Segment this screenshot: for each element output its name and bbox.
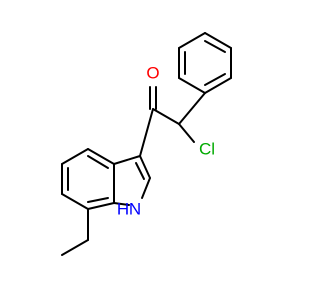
bond-ch-phenyl bbox=[178, 92, 206, 125]
bond-c7-c7a bbox=[87, 202, 115, 210]
nitrogen-label: N bbox=[129, 199, 141, 218]
bond-c4-c5 bbox=[61, 148, 89, 165]
bond-carbonyl-c3 bbox=[139, 108, 154, 157]
bond-c4-inner bbox=[87, 155, 109, 169]
bond-n-c7a bbox=[113, 202, 130, 206]
bond-c7-inner bbox=[87, 197, 109, 203]
bond-c3a-c4 bbox=[87, 148, 115, 165]
chlorine-label: Cl bbox=[199, 139, 215, 158]
bond-phenyl-inner-1 bbox=[204, 40, 226, 53]
bond-phenyl-4 bbox=[178, 77, 206, 94]
bond-c3-c2-inner bbox=[135, 162, 145, 180]
bond-ch-carbonyl bbox=[152, 108, 180, 125]
bond-c2-n bbox=[141, 177, 151, 199]
molecule-structure: O Cl N H bbox=[61, 32, 232, 256]
bond-phenyl-inner-2 bbox=[204, 73, 226, 86]
bond-ethyl-2 bbox=[61, 239, 89, 256]
oxygen-label: O bbox=[146, 63, 159, 82]
molecule-canvas: O Cl N H bbox=[61, 32, 232, 256]
bond-phenyl-6 bbox=[178, 32, 206, 49]
bond-c3a-c3 bbox=[113, 155, 141, 165]
hydrogen-label: H bbox=[117, 199, 129, 218]
bond-ch-cl bbox=[178, 123, 195, 143]
bond-c6-c7 bbox=[61, 193, 89, 210]
bond-c3-c2 bbox=[139, 155, 151, 179]
bond-phenyl-1 bbox=[204, 32, 232, 49]
bond-phenyl-3 bbox=[204, 77, 232, 94]
